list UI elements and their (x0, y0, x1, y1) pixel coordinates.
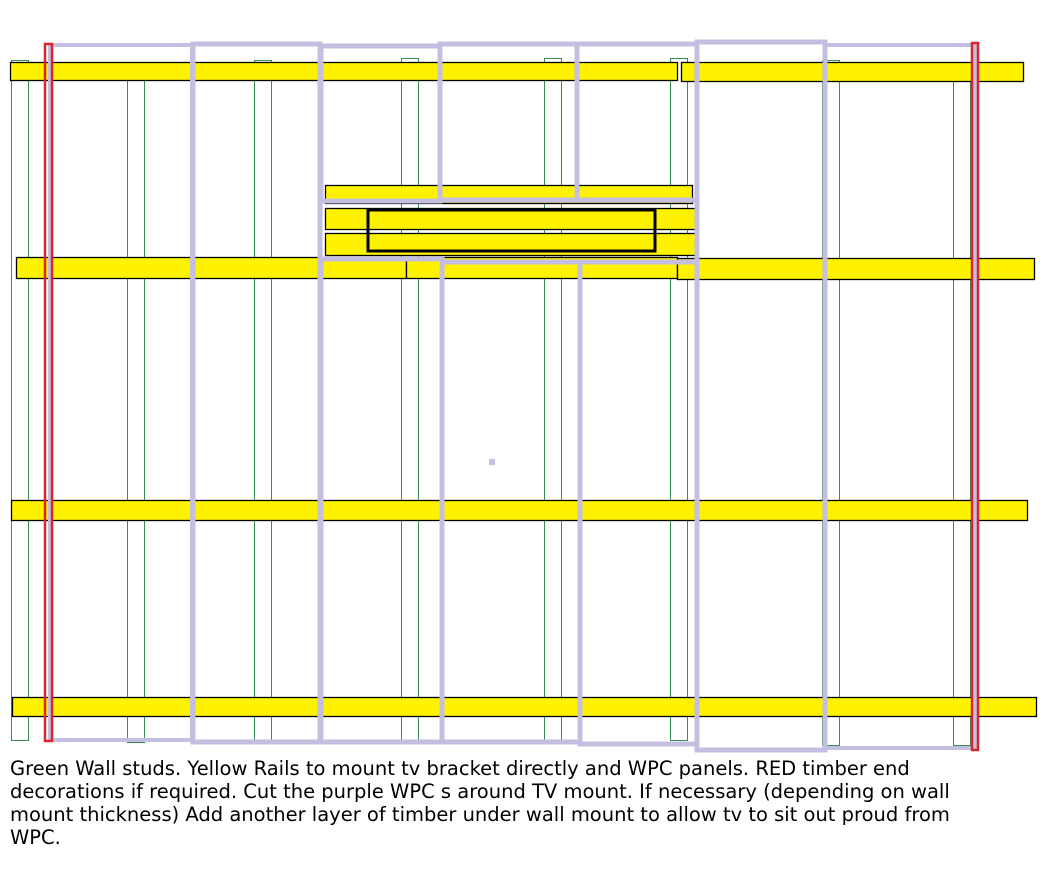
stud (544, 58, 562, 741)
wall-framing-diagram (9, 39, 1038, 753)
rail (11, 696, 1038, 718)
rail (9, 61, 679, 82)
stud (254, 60, 272, 741)
caption-line: mount thickness) Add another layer of ti… (10, 803, 950, 826)
yellow-rails (9, 61, 1038, 718)
tv-wall-mount (366, 208, 657, 253)
red-timber-end-decorations (43, 41, 980, 752)
wpc-panel (694, 39, 828, 753)
stud (11, 60, 29, 741)
purple-wpc-panels (48, 39, 977, 753)
rail (676, 257, 1036, 281)
caption: Green Wall studs. Yellow Rails to mount … (10, 757, 1060, 849)
red-timber (43, 42, 54, 743)
red-timber (970, 41, 980, 752)
caption-line: WPC. (10, 826, 61, 849)
wpc-panel (190, 41, 323, 745)
stud (127, 80, 145, 743)
wpc-panel (48, 43, 194, 742)
stud (670, 58, 688, 741)
purple-dot-marker (489, 459, 495, 465)
rail (324, 207, 698, 231)
stud (953, 80, 971, 746)
stud (401, 58, 419, 741)
caption-line: Green Wall studs. Yellow Rails to mount … (10, 757, 910, 780)
rail (10, 499, 1029, 522)
wpc-panel (823, 43, 977, 750)
caption-line: decorations if required. Cut the purple … (10, 780, 950, 803)
rail (680, 61, 1025, 83)
